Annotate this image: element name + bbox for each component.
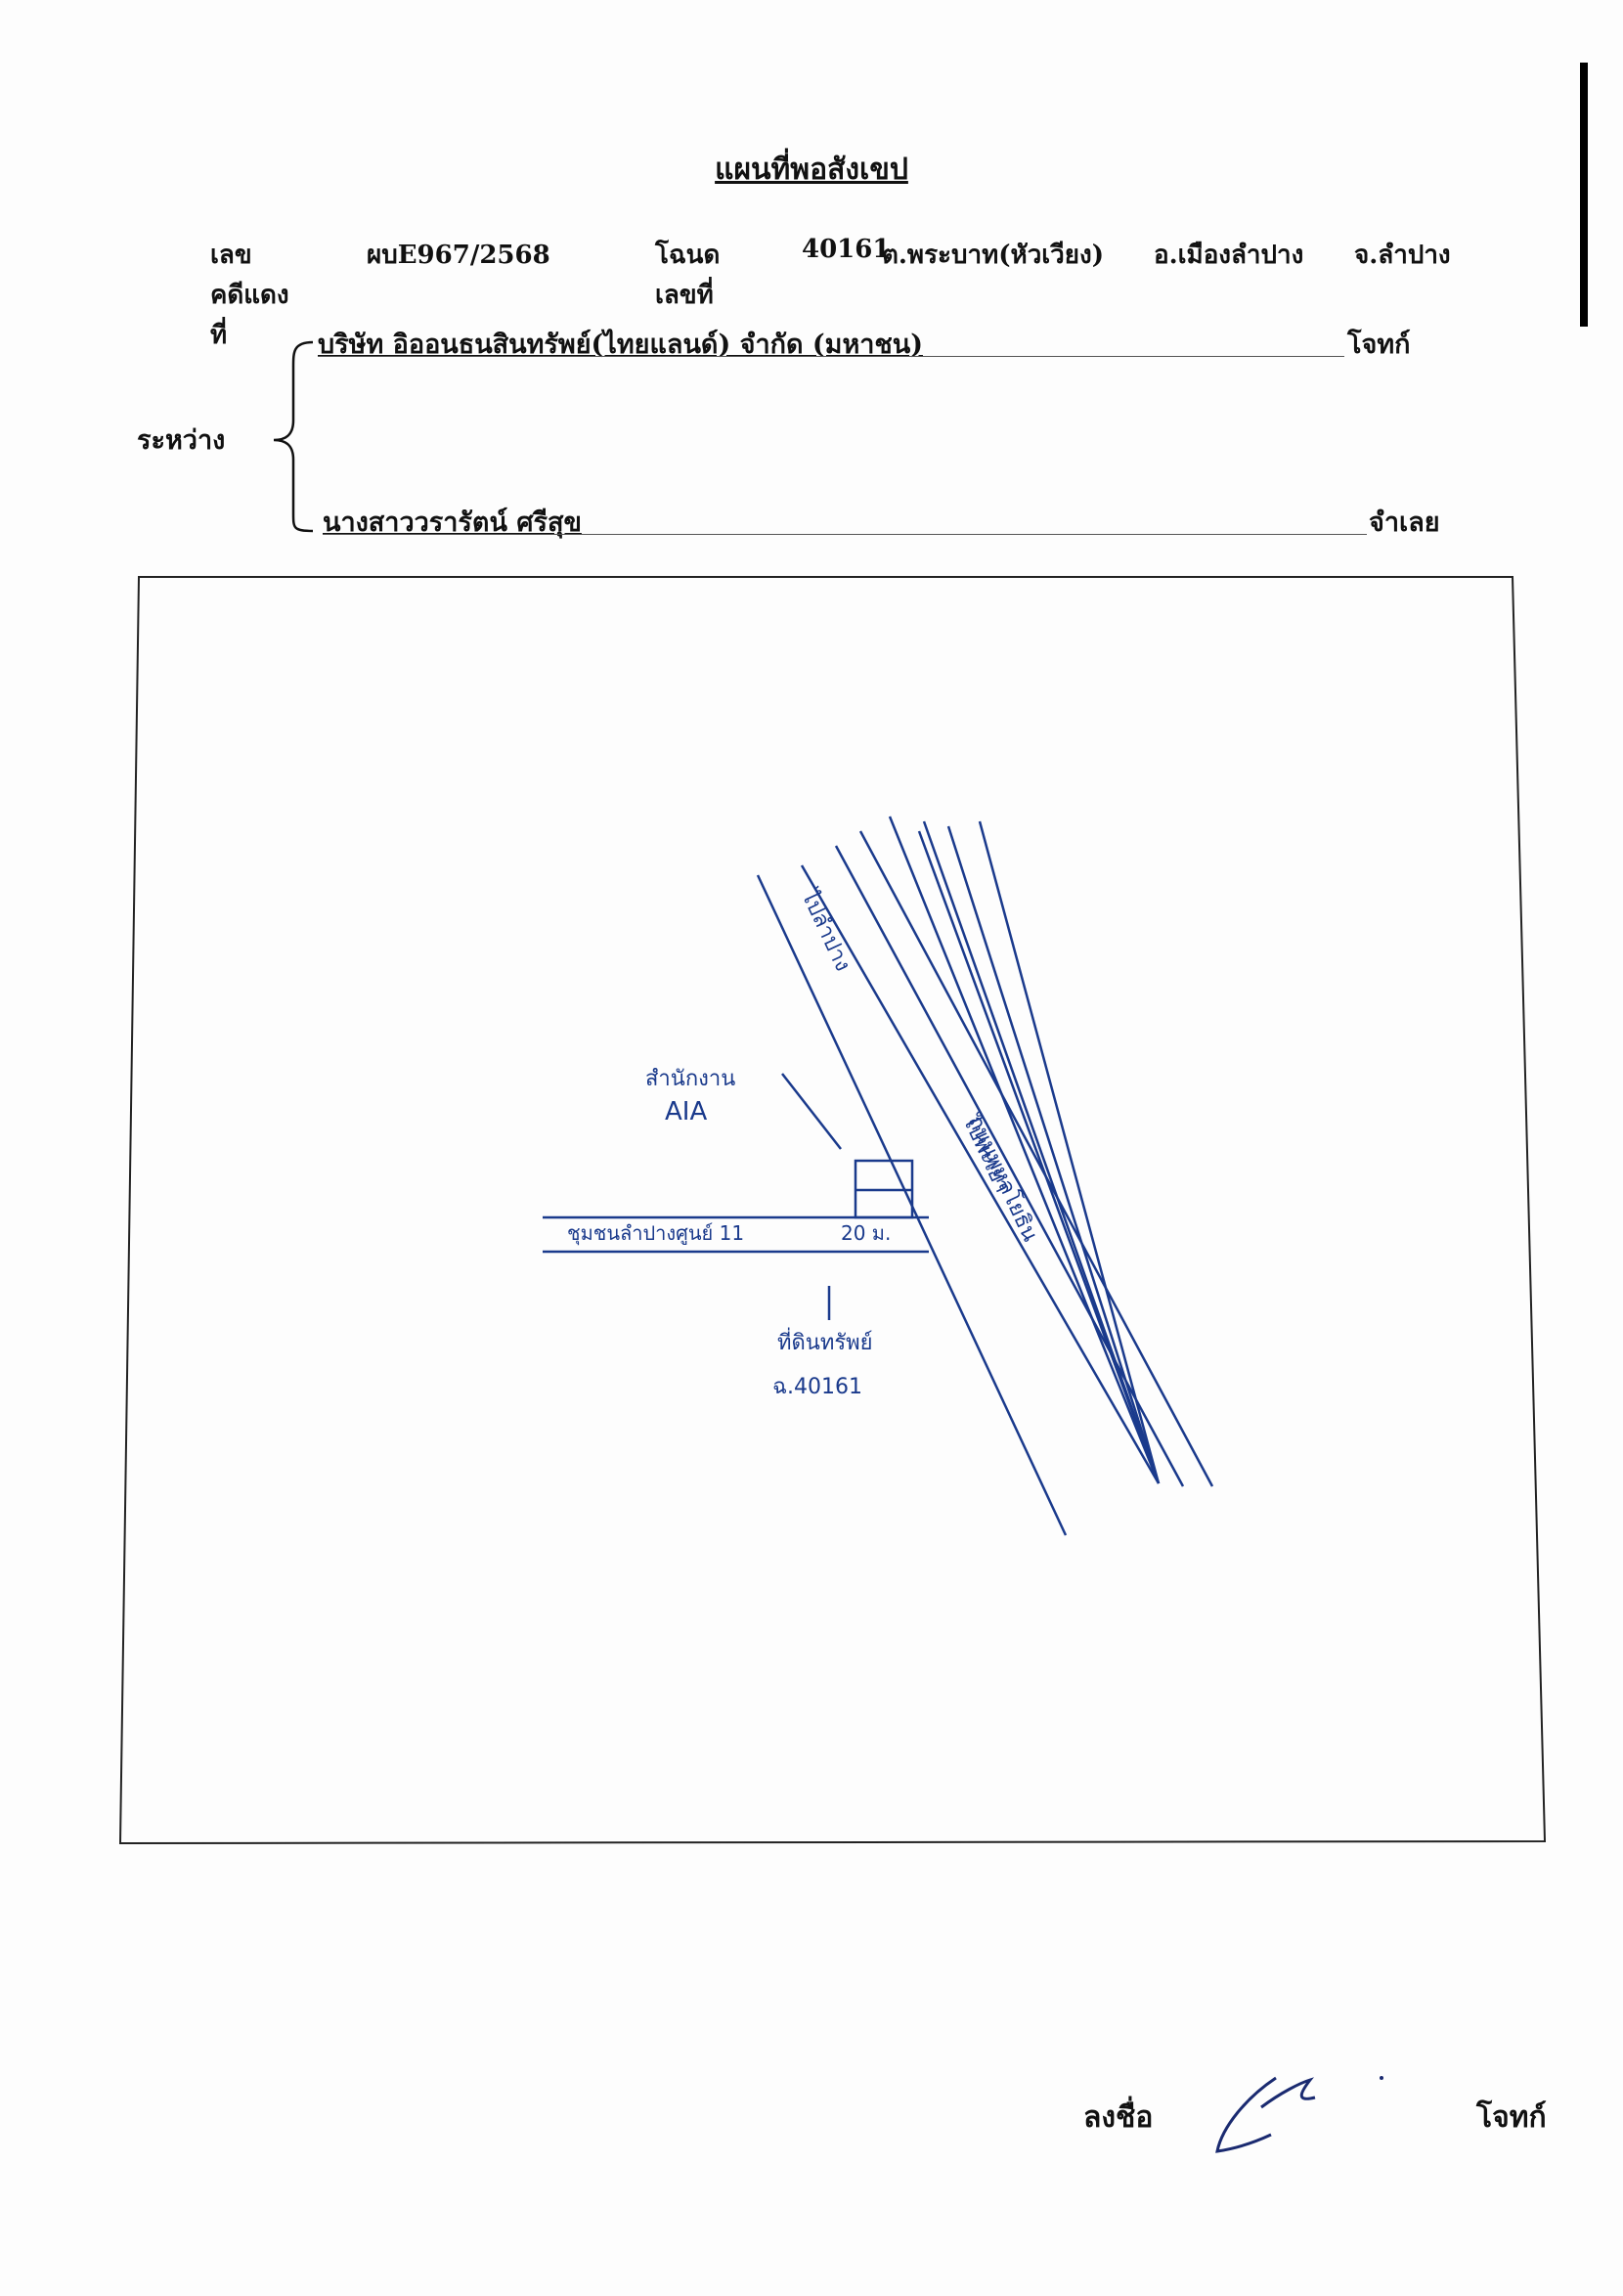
signature-mark xyxy=(1215,2076,1383,2153)
defendant-underline xyxy=(323,534,1367,535)
case-label: เลขคดีแดงที่ xyxy=(210,241,289,350)
soi-label: ชุมชนลำปางศูนย์ 11 xyxy=(567,1221,744,1246)
road-label-north: ไปลำปาง xyxy=(796,885,856,975)
parcel-label-2: ฉ.40161 xyxy=(772,1375,862,1399)
plaintiff-underline xyxy=(318,356,1344,357)
parcel-label-1: ที่ดินทรัพย์ xyxy=(777,1327,873,1355)
case-number: ผบE967/2568 xyxy=(367,241,550,270)
page-title: แผนที่พอสังเขป xyxy=(715,153,908,187)
scan-edge-mark xyxy=(1580,63,1588,327)
office-label-1: สำนักงาน xyxy=(645,1067,735,1091)
deed-label: โฉนดเลขที่ xyxy=(655,241,721,310)
subdistrict: ต.พระบาท(หัวเวียง) xyxy=(882,241,1105,270)
defendant-name: นางสาววรารัตน์ ศรีสุข xyxy=(323,508,582,538)
map-border xyxy=(118,576,1547,1845)
office-label-2: AIA xyxy=(665,1097,707,1126)
map-frame: สำนักงาน AIA ไปลำปาง ถนนพหลโยธิน ไปพะเยา… xyxy=(118,576,1547,1845)
district: อ.เมืองลำปาง xyxy=(1154,241,1304,270)
signature-role: โจทก์ xyxy=(1476,2100,1547,2135)
signature-label: ลงชื่อ xyxy=(1083,2100,1154,2135)
distance-label: 20 ม. xyxy=(841,1221,891,1245)
plaintiff-name: บริษัท อิออนธนสินทรัพย์(ไทยแลนด์) จำกัด … xyxy=(318,330,923,360)
defendant-role: จำเลย xyxy=(1369,508,1440,538)
deed-number: 40161 xyxy=(802,235,891,264)
brace-icon xyxy=(273,340,314,533)
plaintiff-role: โจทก์ xyxy=(1347,330,1411,360)
between-label: ระหว่าง xyxy=(137,425,226,456)
province: จ.ลำปาง xyxy=(1354,241,1451,270)
road-lines xyxy=(543,816,1214,1536)
